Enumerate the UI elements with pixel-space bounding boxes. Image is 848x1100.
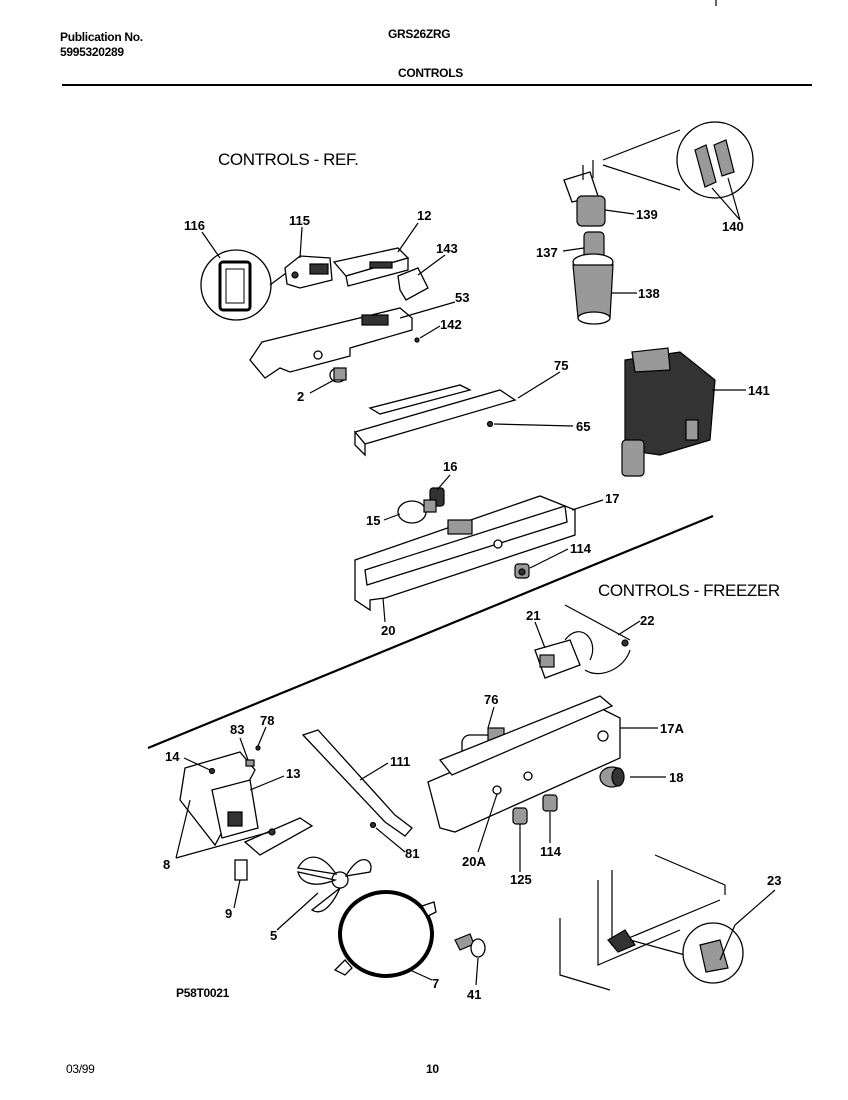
knob-114-ref <box>514 563 530 579</box>
callout-83: 83 <box>230 722 244 737</box>
callout-140: 140 <box>722 219 744 234</box>
motor-mount-8 <box>243 817 314 856</box>
callout-12: 12 <box>417 208 431 223</box>
mounting-plate-75 <box>353 384 517 457</box>
callout-18: 18 <box>669 770 683 785</box>
callout-7: 7 <box>432 976 439 991</box>
callout-17A: 17A <box>660 721 684 736</box>
callout-9: 9 <box>225 906 232 921</box>
fan-blade-5 <box>296 856 372 913</box>
callout-23: 23 <box>767 873 781 888</box>
section-divider <box>147 514 714 750</box>
callout-78: 78 <box>260 713 274 728</box>
callout-53: 53 <box>455 290 469 305</box>
page-number: 10 <box>426 1062 439 1076</box>
fan-shroud-7 <box>333 890 437 978</box>
cabinet-detail-23 <box>559 854 744 991</box>
callout-22: 22 <box>640 613 654 628</box>
callout-139: 139 <box>636 207 658 222</box>
light-bulb-15 <box>397 499 437 524</box>
knob-18 <box>599 766 625 788</box>
bracket-9 <box>234 859 248 881</box>
callout-143: 143 <box>436 241 458 256</box>
switch-bar-12 <box>332 247 410 287</box>
callout-16: 16 <box>443 459 457 474</box>
damper-control-141 <box>621 347 716 477</box>
control-housing-53 <box>249 307 413 379</box>
callout-41: 41 <box>467 987 481 1002</box>
callout-116: 116 <box>184 218 205 233</box>
callout-20: 20 <box>381 623 395 638</box>
model-number: GRS26ZRG <box>388 27 451 41</box>
knob-114-freezer <box>542 794 558 812</box>
callout-138: 138 <box>638 286 660 301</box>
knob-125 <box>512 807 528 825</box>
callout-14: 14 <box>165 749 180 764</box>
control-housing-17A <box>427 695 621 833</box>
callout-81: 81 <box>405 846 419 861</box>
callout-141: 141 <box>748 383 770 398</box>
section-title: CONTROLS <box>398 66 463 80</box>
callout-65: 65 <box>576 419 590 434</box>
knob-2 <box>329 367 347 383</box>
callout-142: 142 <box>440 317 462 332</box>
ref-controls-title: CONTROLS - REF. <box>218 150 359 169</box>
callout-15: 15 <box>366 513 380 528</box>
callout-21: 21 <box>526 608 540 623</box>
callout-8: 8 <box>163 857 170 872</box>
terminals-140 <box>602 121 754 221</box>
clip-83 <box>245 759 255 767</box>
header-rule <box>62 84 812 86</box>
thermostat-21 <box>534 639 581 679</box>
callout-125: 125 <box>510 872 532 887</box>
freezer-controls-title: CONTROLS - FREEZER <box>598 581 780 600</box>
fan-motor-13 <box>211 779 259 839</box>
figure-code: P58T0021 <box>176 986 229 1000</box>
callout-111: 111 <box>390 754 410 769</box>
gasket-116 <box>200 249 291 321</box>
screw-41 <box>454 933 486 958</box>
thermostat-139 <box>563 160 606 227</box>
callout-137: 137 <box>536 245 558 260</box>
callout-76: 76 <box>484 692 498 707</box>
screw-142 <box>414 337 420 343</box>
control-housing-17 <box>354 495 576 612</box>
switch-115 <box>284 255 333 289</box>
callout-5: 5 <box>270 928 277 943</box>
callout-2: 2 <box>297 389 304 404</box>
callout-114-ref: 114 <box>570 541 592 556</box>
callout-75: 75 <box>554 358 568 373</box>
screw-81 <box>369 821 377 829</box>
footer-date: 03/99 <box>66 1062 95 1076</box>
callout-20A: 20A <box>462 854 486 869</box>
callout-17: 17 <box>605 491 619 506</box>
screw-65 <box>486 420 494 428</box>
bracket-111 <box>301 729 413 837</box>
callout-13: 13 <box>286 766 300 781</box>
damper-knob-138 <box>572 253 614 325</box>
leader-lines <box>175 209 776 986</box>
clip-143 <box>397 267 429 301</box>
callout-114-freezer: 114 <box>540 844 562 859</box>
capillary-tube-22 <box>564 604 631 675</box>
screw-78 <box>255 745 261 751</box>
callout-115: 115 <box>289 213 310 228</box>
publication-label: Publication No. <box>60 30 143 44</box>
publication-number: 5995320289 <box>60 45 124 59</box>
